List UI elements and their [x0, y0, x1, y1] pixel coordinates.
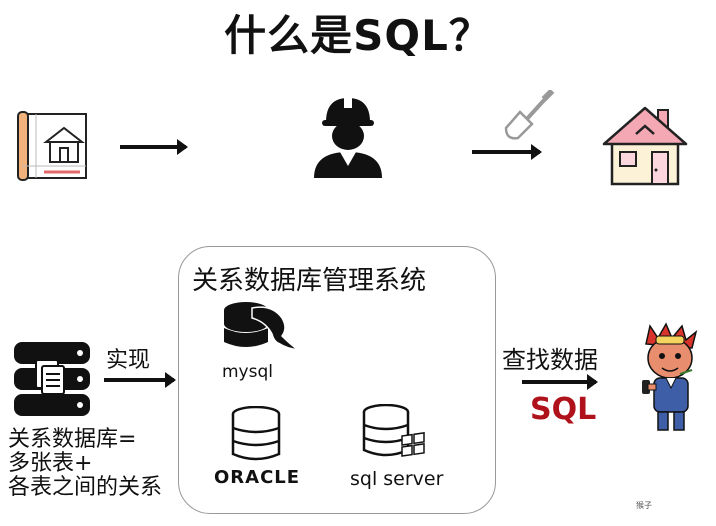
- database-stack-icon: [14, 342, 90, 416]
- blueprint-icon: [17, 111, 87, 181]
- worker-icon: [314, 96, 382, 178]
- arrow-blueprint-to-worker: [120, 139, 188, 155]
- relational-db-line-3: 各表之间的关系: [8, 475, 163, 500]
- query-data-label: 查找数据: [502, 346, 598, 374]
- arrow-query: [522, 374, 598, 390]
- page-title: 什么是SQL？: [224, 11, 492, 60]
- monkey-avatar-icon: [642, 322, 698, 431]
- oracle-database-icon: [231, 406, 281, 461]
- mysql-database-icon: [224, 302, 299, 351]
- shovel-icon: [504, 90, 555, 140]
- sql-server-label: sql server: [350, 468, 444, 490]
- arrow-worker-to-house: [472, 144, 542, 160]
- dbms-container: [178, 246, 496, 514]
- dbms-title: 关系数据库管理系统: [192, 266, 427, 296]
- relational-db-line-2: 多张表+: [8, 451, 93, 476]
- implement-label: 实现: [106, 348, 151, 373]
- arrow-implement: [104, 372, 176, 388]
- mysql-label: mysql: [222, 362, 273, 382]
- sql-server-database-icon: [362, 404, 425, 457]
- watermark: 猴子: [636, 501, 652, 510]
- sql-label: SQL: [530, 392, 597, 427]
- oracle-label: ORACLE: [214, 467, 301, 488]
- relational-db-line-1: 关系数据库=: [8, 427, 137, 452]
- house-icon: [602, 106, 688, 186]
